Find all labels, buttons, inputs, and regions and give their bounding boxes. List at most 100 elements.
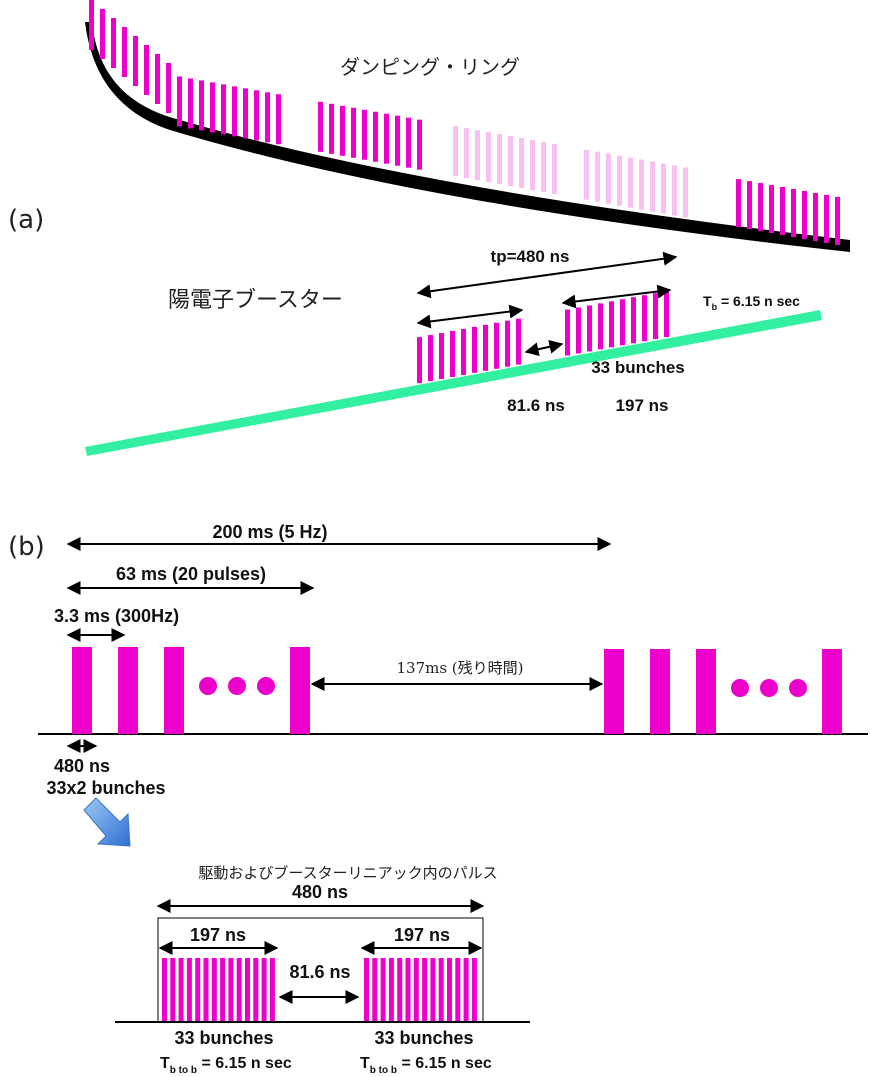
bunch-bar	[428, 335, 433, 382]
bunch-bar	[203, 958, 209, 1022]
bunch-bar	[461, 328, 466, 375]
bunch-bar	[276, 94, 281, 145]
bunch-bar	[144, 45, 149, 95]
bunch-bar	[405, 958, 411, 1022]
bunch-bar	[639, 159, 644, 210]
bunch-bar	[494, 322, 499, 369]
bunch-bar	[186, 958, 192, 1022]
gap-label: 81.6 ns	[507, 396, 565, 415]
bunch-bar	[609, 301, 614, 348]
bunch-bar	[606, 153, 611, 204]
bunch-bar	[447, 958, 452, 1022]
bunch-bar	[243, 88, 248, 139]
bunch-bar	[232, 86, 237, 137]
pulse-bar	[164, 647, 184, 734]
bunch-bar	[413, 958, 419, 1022]
bunch-bar	[642, 295, 647, 342]
ellipsis-dot	[789, 679, 807, 697]
panel-b: (b) 200 ms (5 Hz) 63 ms (20 pulses) 3.3 …	[8, 522, 868, 1076]
period-label: 200 ms (5 Hz)	[212, 522, 327, 542]
remaining-label: 137ms (残り時間)	[396, 659, 523, 677]
bunch-bar	[598, 303, 603, 350]
ellipsis-dot	[731, 679, 749, 697]
bunch-bar	[236, 958, 242, 1022]
bunch-bar	[245, 958, 250, 1022]
bunch-bar	[813, 192, 818, 241]
ellipsis-dot	[257, 677, 275, 695]
zoom-arrow-icon	[83, 797, 131, 847]
bunch-bar	[177, 76, 182, 127]
bunch-bar	[683, 167, 688, 218]
booster-label: 陽電子ブースター	[168, 288, 343, 313]
train-label: 197 ns	[616, 396, 669, 415]
bunch-bar	[111, 18, 116, 68]
bunch-bar	[472, 326, 477, 373]
pulse-bar	[604, 649, 624, 734]
bunch-bar	[565, 309, 570, 356]
inset-tb-right: Tb to b = 6.15 n sec	[360, 1055, 492, 1076]
bunch-bar	[824, 194, 829, 243]
bunch-bar	[422, 958, 428, 1022]
bunch-bar	[162, 958, 167, 1022]
inset-left-bunches	[162, 958, 275, 1022]
bunch-bar	[780, 187, 785, 235]
bunch-bar	[552, 143, 557, 194]
ring-label: ダンピング・リング	[340, 55, 520, 79]
bunch-bar	[471, 958, 477, 1022]
bunch-bar	[166, 63, 171, 113]
inset-tb-left: Tb to b = 6.15 n sec	[160, 1055, 292, 1076]
bunches-x2-label: 33x2 bunches	[46, 778, 165, 798]
pulse-bar	[822, 649, 842, 734]
bunch-bar	[541, 141, 546, 192]
bunch-bar	[253, 958, 259, 1022]
bunch-bar	[439, 333, 444, 380]
bunch-bar	[463, 958, 469, 1022]
bunch-bar	[397, 958, 403, 1022]
inset-right-bunches	[364, 958, 477, 1022]
bunch-bar	[170, 958, 176, 1022]
bunch-bar	[530, 140, 535, 190]
bunch-bar	[516, 318, 521, 365]
bunch-bar	[505, 320, 510, 367]
bunch-bar	[384, 113, 389, 164]
booster-line	[85, 310, 822, 456]
panel-a-tag: (a)	[8, 205, 44, 235]
bunch-bar	[318, 101, 323, 152]
train-arrow-right	[561, 284, 672, 309]
inset-bunches-right: 33 bunches	[374, 1028, 473, 1048]
bunch-bar	[576, 307, 581, 354]
bunch-bar	[351, 107, 356, 158]
bunch-bar	[89, 0, 94, 50]
bunch-bar	[486, 132, 491, 183]
ellipsis-dot	[760, 679, 778, 697]
bunch-bar	[587, 305, 592, 352]
bunch-bar	[620, 299, 625, 346]
pulse-bar	[696, 649, 716, 734]
bunch-bar	[220, 958, 226, 1022]
bunch-bar	[584, 149, 589, 200]
bunch-bar	[519, 138, 524, 189]
pulse-bar	[118, 647, 138, 734]
inset-caption: 駆動およびブースターリニアック内のパルス	[198, 864, 497, 882]
bunch-bar	[254, 90, 259, 141]
bunch-bar	[791, 188, 796, 237]
inset-gap-label: 81.6 ns	[289, 962, 350, 982]
ring-bunches	[89, 0, 840, 245]
ellipsis-dot	[228, 677, 246, 695]
bunch-bar	[228, 958, 234, 1022]
inset-train-left-label: 197 ns	[190, 925, 246, 945]
bunch-bar	[373, 111, 378, 162]
inset-total-label: 480 ns	[292, 882, 348, 902]
bunch-bar	[406, 117, 411, 168]
bunch-bar	[631, 297, 636, 344]
pulses-label: 63 ms (20 pulses)	[116, 564, 266, 584]
bunch-bar	[388, 958, 394, 1022]
bunch-bar	[417, 337, 422, 384]
tp-label: tp=480 ns	[491, 247, 570, 266]
gap-arrow	[524, 339, 564, 357]
bunch-bar	[650, 161, 655, 212]
bunch-bar	[155, 54, 160, 104]
tp-arrow	[416, 251, 678, 299]
bunch-bar	[395, 115, 400, 166]
